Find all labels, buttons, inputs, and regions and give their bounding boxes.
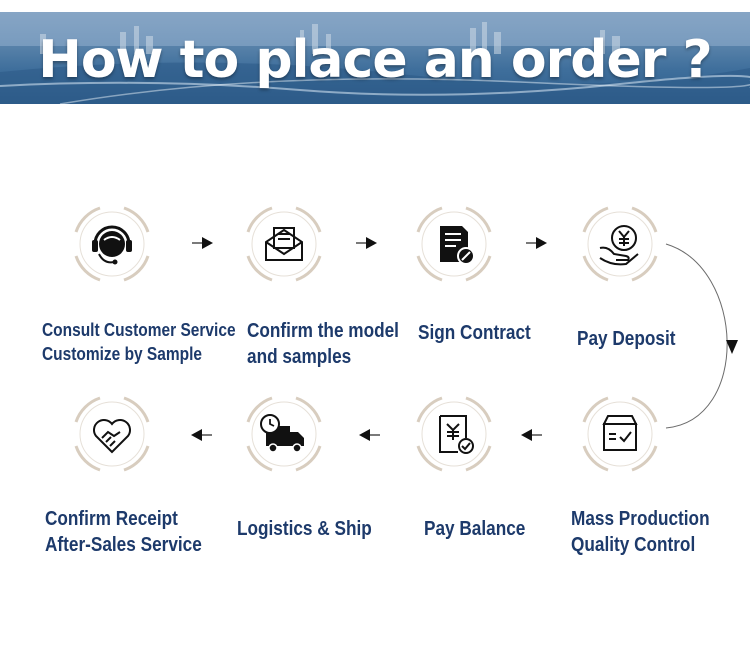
step-6-pay-balance <box>406 386 502 482</box>
city-skyline-background <box>0 12 750 104</box>
step-1-consult <box>64 196 160 292</box>
arrow-right-icon <box>192 237 213 249</box>
arrow-right-icon <box>526 237 547 249</box>
step-8-confirm-receipt <box>64 386 160 482</box>
step-3-sign-contract <box>406 196 502 292</box>
arrow-down-icon <box>726 340 738 354</box>
step-2-confirm-model <box>236 196 332 292</box>
production-box-icon <box>602 415 638 451</box>
page-title: How to place an order ? <box>38 30 712 90</box>
step-3-label: Sign Contract <box>418 322 531 344</box>
step-5-mass-production <box>572 386 668 482</box>
yen-receipt-check-icon <box>439 415 474 454</box>
arrow-left-icon <box>521 429 542 441</box>
header-banner: How to place an order ? <box>0 12 750 104</box>
customer-service-headset-icon <box>92 225 132 265</box>
arrow-left-icon <box>359 429 380 441</box>
step-4-label: Pay Deposit <box>577 328 676 350</box>
arrow-left-icon <box>191 429 212 441</box>
step-6-label: Pay Balance <box>424 518 526 540</box>
handshake-heart-icon <box>93 419 131 454</box>
yen-coin-hand-icon <box>599 225 639 266</box>
envelope-icon <box>265 227 303 261</box>
contract-document-icon <box>440 226 475 265</box>
arrow-right-icon <box>356 237 377 249</box>
step-7-logistics <box>236 386 332 482</box>
step-7-label: Logistics & Ship <box>237 518 372 540</box>
step-4-pay-deposit <box>572 196 668 292</box>
delivery-truck-clock-icon <box>260 414 304 453</box>
